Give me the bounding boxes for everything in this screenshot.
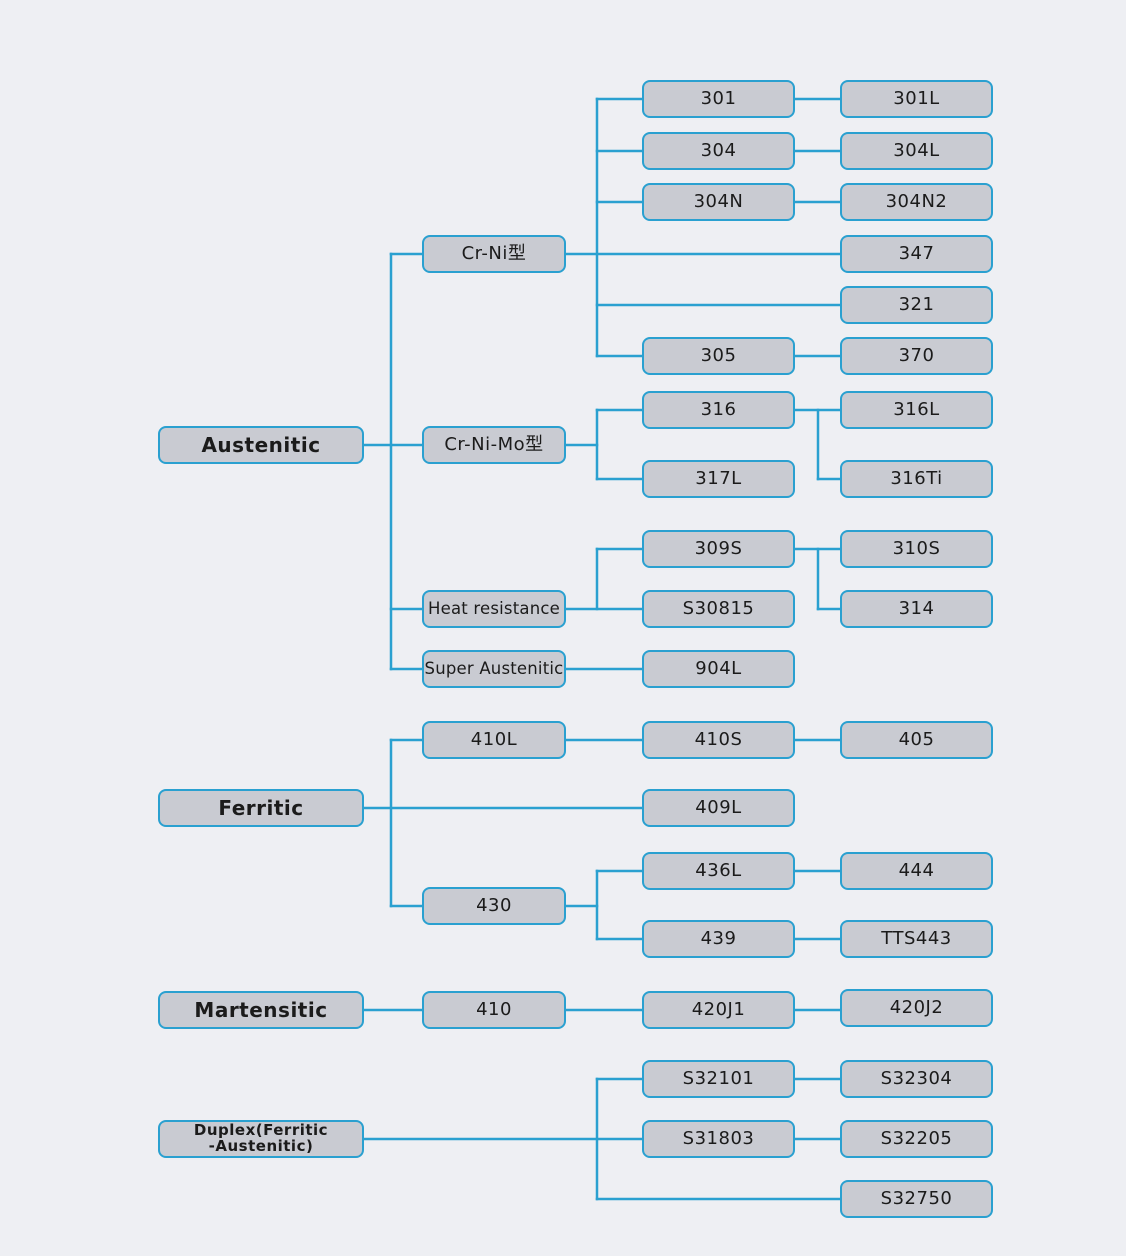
node-s32101: S32101 bbox=[642, 1060, 795, 1098]
node-439: 439 bbox=[642, 920, 795, 958]
node-cr-ni-mo: Cr-Ni-Mo型 bbox=[422, 426, 566, 464]
node-444: 444 bbox=[840, 852, 993, 890]
node-409l: 409L bbox=[642, 789, 795, 827]
node-317l: 317L bbox=[642, 460, 795, 498]
node-420j1: 420J1 bbox=[642, 991, 795, 1029]
node-316ti: 316Ti bbox=[840, 460, 993, 498]
node-321: 321 bbox=[840, 286, 993, 324]
node-316l: 316L bbox=[840, 391, 993, 429]
node-347: 347 bbox=[840, 235, 993, 273]
node-super-austenitic: Super Austenitic bbox=[422, 650, 566, 688]
node-305: 305 bbox=[642, 337, 795, 375]
node-316: 316 bbox=[642, 391, 795, 429]
node-904l: 904L bbox=[642, 650, 795, 688]
node-436l: 436L bbox=[642, 852, 795, 890]
node-tts443: TTS443 bbox=[840, 920, 993, 958]
node-309s: 309S bbox=[642, 530, 795, 568]
node-301: 301 bbox=[642, 80, 795, 118]
node-405: 405 bbox=[840, 721, 993, 759]
node-cr-ni: Cr-Ni型 bbox=[422, 235, 566, 273]
node-heat-resistance: Heat resistance bbox=[422, 590, 566, 628]
node-s32205: S32205 bbox=[840, 1120, 993, 1158]
node-martensitic: Martensitic bbox=[158, 991, 364, 1029]
node-304n2: 304N2 bbox=[840, 183, 993, 221]
node-s32304: S32304 bbox=[840, 1060, 993, 1098]
node-410l: 410L bbox=[422, 721, 566, 759]
node-301l: 301L bbox=[840, 80, 993, 118]
node-304n: 304N bbox=[642, 183, 795, 221]
node-304: 304 bbox=[642, 132, 795, 170]
node-314: 314 bbox=[840, 590, 993, 628]
node-austenitic: Austenitic bbox=[158, 426, 364, 464]
node-ferritic: Ferritic bbox=[158, 789, 364, 827]
node-310s: 310S bbox=[840, 530, 993, 568]
node-410s: 410S bbox=[642, 721, 795, 759]
node-410: 410 bbox=[422, 991, 566, 1029]
node-420j2: 420J2 bbox=[840, 989, 993, 1027]
node-s31803: S31803 bbox=[642, 1120, 795, 1158]
node-430: 430 bbox=[422, 887, 566, 925]
node-s30815: S30815 bbox=[642, 590, 795, 628]
node-370: 370 bbox=[840, 337, 993, 375]
node-s32750: S32750 bbox=[840, 1180, 993, 1218]
node-duplex: Duplex(Ferritic -Austenitic) bbox=[158, 1120, 364, 1158]
node-304l: 304L bbox=[840, 132, 993, 170]
